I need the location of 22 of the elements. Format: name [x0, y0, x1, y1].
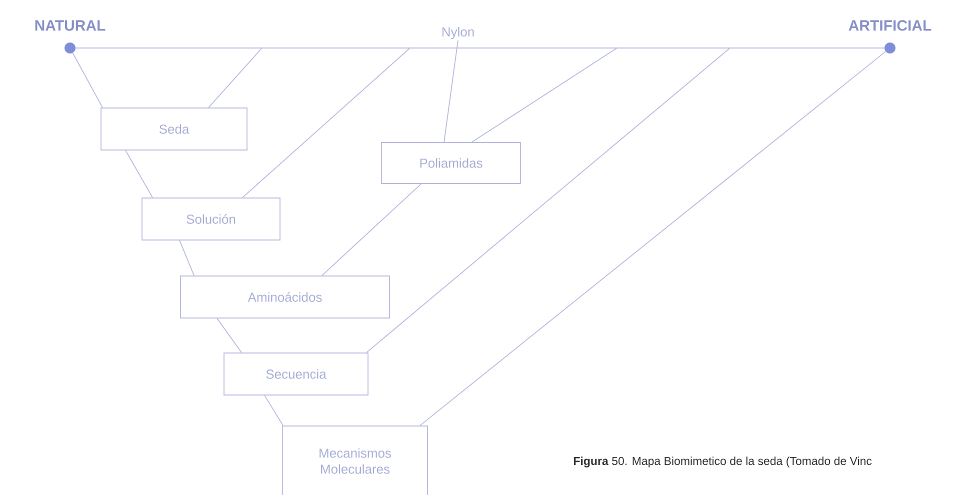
concept-box: Poliamidas	[381, 142, 521, 184]
concept-box: Mecanismos Moleculares	[282, 426, 428, 495]
connector-line	[72, 52, 104, 108]
concept-box: Seda	[100, 108, 248, 150]
connector-line	[444, 40, 458, 142]
connector-line	[125, 150, 153, 198]
connector-line	[208, 48, 262, 108]
connector-line	[366, 48, 730, 353]
connector-line	[179, 240, 194, 276]
node-label: Nylon	[442, 26, 474, 40]
connector-line	[216, 318, 242, 353]
connector-line	[264, 395, 284, 426]
connector-line	[242, 48, 410, 198]
connector-line	[322, 184, 422, 276]
connector-line	[420, 51, 886, 426]
node-label: NATURAL	[35, 20, 106, 31]
concept-box: Secuencia	[224, 352, 368, 396]
connector-line	[472, 48, 618, 142]
figure-caption: Figura 50. Mapa Biomimetico de la seda (Tomado de Vinc	[574, 456, 872, 468]
concept-box: Aminoácidos	[180, 276, 390, 318]
node-label: ARTIFICIAL	[848, 20, 932, 31]
concept-box: Solución	[142, 198, 280, 240]
